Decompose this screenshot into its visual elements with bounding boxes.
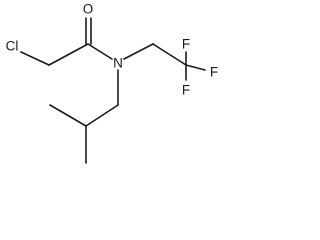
atom-nitrogen: N <box>113 56 123 71</box>
atom-fluorine-bottom: F <box>182 83 190 98</box>
bond-ch2-ch <box>85 104 119 127</box>
bond-ch2-carbonyl <box>48 43 89 66</box>
bond-c-f-right <box>185 64 206 71</box>
atom-fluorine-right: F <box>210 65 218 80</box>
bond-carbonyl-nitrogen <box>87 43 113 60</box>
atom-oxygen: O <box>83 2 94 17</box>
bond-ch2-cf3 <box>152 43 187 66</box>
bond-cl-ch2 <box>20 51 50 66</box>
atom-chlorine: Cl <box>6 39 19 54</box>
atom-fluorine-top: F <box>182 37 190 52</box>
molecular-structure-diagram: Cl O N F F F <box>6 2 219 164</box>
bonds <box>20 17 206 164</box>
atom-labels: Cl O N F F F <box>6 2 219 98</box>
bond-ch-methyl-left <box>49 104 87 127</box>
bond-nitrogen-ch2-right <box>123 43 154 60</box>
